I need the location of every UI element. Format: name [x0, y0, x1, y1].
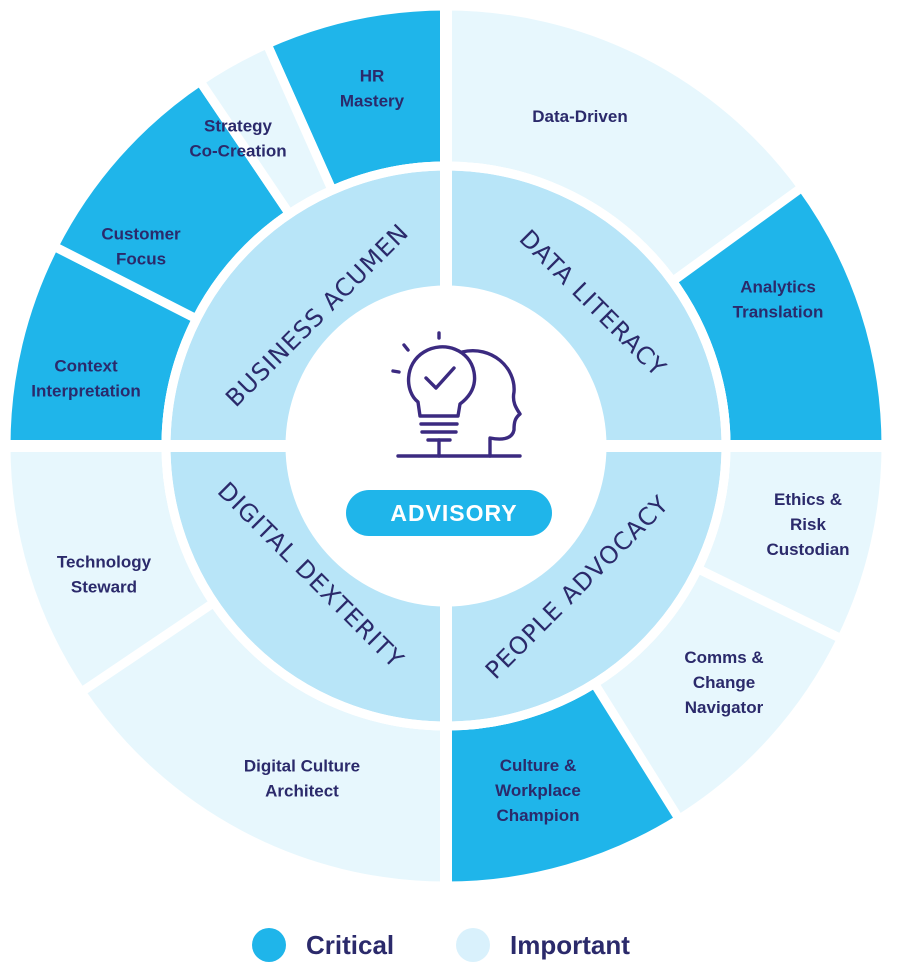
lightbulb-head-icon — [391, 331, 522, 458]
legend-important: Important — [456, 928, 630, 962]
advisory-label: ADVISORY — [390, 500, 517, 526]
segment-label-1: Data-Driven — [532, 107, 627, 126]
legend-critical: Critical — [252, 928, 394, 962]
advisory-button-bg — [346, 490, 552, 536]
legend-critical-swatch — [252, 928, 286, 962]
legend-critical-label: Critical — [306, 929, 395, 960]
legend-important-swatch — [456, 928, 490, 962]
outer-segments — [1, 1, 891, 891]
center-circle — [290, 290, 602, 602]
legend: Critical Important — [0, 928, 898, 968]
legend-important-label: Important — [510, 929, 630, 960]
